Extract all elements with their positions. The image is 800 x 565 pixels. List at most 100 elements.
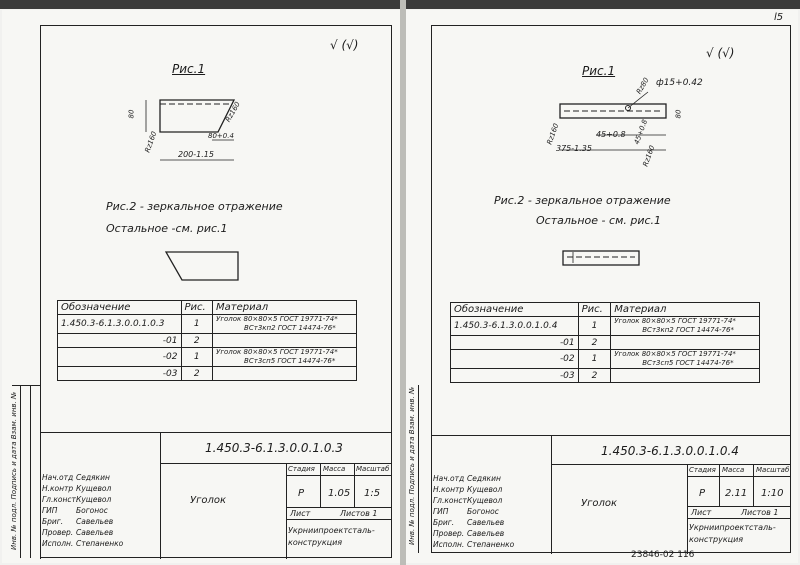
table-row: -02 1 Уголок 80×80×5 ГОСТ 19771-74* ВСт3… — [450, 349, 760, 369]
spec-header: Материал — [610, 302, 760, 317]
person-row: Нач.отд Седякин — [42, 473, 110, 482]
left-side-line2 — [30, 385, 31, 558]
mat-line1: 80×80×5 ГОСТ 19771-74* — [641, 317, 736, 325]
person-row: Гл.конст. Кущевол — [42, 495, 112, 504]
spec-code: 1.450.3-6.1.3.0.0.1.0.3 — [57, 314, 182, 334]
left-sheets-label: Листов 1 — [340, 509, 378, 518]
right-dim-hole: ф15+0.42 — [656, 78, 703, 88]
left-mass: 1.05 — [328, 488, 351, 499]
right-scale-hdr: Масштаб — [756, 466, 790, 474]
left-spec-table: Обозначение Рис. Материал 1.450.3-6.1.3.… — [57, 300, 357, 381]
spec-fig: 2 — [577, 335, 612, 350]
left-fig2-drawing — [164, 251, 239, 281]
right-sheet: l5 Инв. № подл. Подпись и дата Взам. инв… — [406, 10, 798, 563]
table-row: -03 2 — [57, 366, 357, 381]
right-dim-length: 375-1.35 — [556, 144, 592, 153]
spec-code: -03 — [450, 368, 579, 383]
right-org: Укрниипроектсталь-конструкция — [689, 523, 776, 544]
spec-fig: 2 — [180, 366, 214, 381]
left-dim-cut: 80+0.4 — [208, 132, 234, 140]
spec-code: -02 — [57, 347, 182, 367]
right-doc-code: 1.450.3-6.1.3.0.0.1.0.4 — [601, 444, 739, 458]
left-part-name: Уголок — [190, 495, 227, 506]
left-side-labels: Инв. № подл. Подпись и дата Взам. инв. № — [10, 391, 18, 550]
right-part-name: Уголок — [581, 498, 618, 509]
spec-material — [212, 333, 357, 348]
left-dim-height: 80 — [127, 109, 136, 119]
right-side-labels: Инв. № подл. Подпись и дата Взам. инв. № — [408, 386, 416, 545]
right-fig1-drawing — [559, 91, 667, 151]
table-row: 1.450.3-6.1.3.0.0.1.0.4 1 Уголок 80×80×5… — [450, 316, 760, 336]
tb-divider — [687, 518, 791, 519]
mat-line2: ВСт3сп5 ГОСТ 14474-76* — [642, 359, 734, 367]
table-row: 1.450.3-6.1.3.0.0.1.0.3 1 Уголок 80×80×5… — [57, 314, 357, 334]
footer-number: 23846-02 116 — [631, 550, 695, 560]
right-spec-table: Обозначение Рис. Материал 1.450.3-6.1.3.… — [450, 302, 760, 383]
spec-header: Рис. — [180, 300, 214, 315]
tb-divider — [551, 464, 791, 465]
spec-fig: 1 — [577, 349, 612, 369]
mat-line2: ВСт3кп2 ГОСТ 14474-76* — [244, 324, 336, 332]
spec-fig: 2 — [180, 333, 214, 348]
right-frame — [431, 25, 791, 553]
person-row: Провер. Савельев — [42, 528, 114, 537]
person-row: Н.контр Кущевол — [42, 484, 112, 493]
mat-label: Уголок — [614, 317, 640, 325]
left-org: Укрниипроектсталь-конструкция — [288, 526, 375, 547]
spec-code: -01 — [450, 335, 579, 350]
right-fig2-note: Остальное - см. рис.1 — [536, 214, 662, 227]
mat-label: Уголок — [614, 350, 640, 358]
left-stage-hdr: Стадия — [288, 465, 315, 473]
person-row: ГИП Богонос — [433, 507, 499, 516]
person-row: Гл.конст Кущевол — [433, 496, 503, 505]
table-row: -01 2 — [450, 335, 760, 350]
left-fig2-caption: Рис.2 - зеркальное отражение — [106, 200, 283, 213]
left-fig2-note: Остальное -см. рис.1 — [106, 222, 228, 235]
tb-divider — [320, 463, 321, 507]
right-mass-hdr: Масса — [722, 466, 745, 474]
left-mass-hdr: Масса — [323, 465, 346, 473]
right-dim-height: 80 — [674, 109, 683, 119]
tb-divider — [160, 463, 392, 464]
right-dim-45: 45+0.8 — [596, 130, 626, 139]
left-roughness-mark: √ (√) — [330, 38, 359, 52]
left-title-block: 1.450.3-6.1.3.0.0.1.0.3 Уголок Стадия Ма… — [40, 432, 392, 559]
spec-code: -03 — [57, 366, 182, 381]
left-scale-hdr: Масштаб — [356, 465, 390, 473]
left-fig1-label: Рис.1 — [172, 62, 206, 76]
left-fig1-drawing — [145, 99, 236, 161]
right-title-block: 1.450.3-6.1.3.0.0.1.0.4 Уголок Стадия Ма… — [431, 435, 791, 554]
spec-fig: 2 — [577, 368, 612, 383]
left-sheet: Инв. № подл. Подпись и дата Взам. инв. №… — [2, 10, 400, 563]
tb-divider — [753, 464, 754, 506]
tb-divider — [160, 433, 161, 559]
tb-divider — [719, 464, 720, 506]
right-fig1-label: Рис.1 — [582, 64, 616, 78]
corner-mark: l5 — [774, 12, 784, 23]
tb-divider — [286, 475, 392, 476]
mat-line1: 80×80×5 ГОСТ 19771-74* — [641, 350, 736, 358]
spec-code: -01 — [57, 333, 182, 348]
mat-label: Уголок — [216, 348, 242, 356]
tb-divider — [551, 436, 552, 554]
person-row: Бриг. Савельев — [42, 517, 114, 526]
left-doc-code: 1.450.3-6.1.3.0.0.1.0.3 — [205, 441, 343, 455]
spec-fig: 1 — [577, 316, 612, 336]
spec-header: Обозначение — [450, 302, 579, 317]
right-fig2-caption: Рис.2 - зеркальное отражение — [494, 194, 671, 207]
person-row: Нач.отд Седякин — [433, 474, 501, 483]
tb-divider — [687, 506, 791, 507]
person-row: Провер. Савельев — [433, 529, 505, 538]
person-row: ГИП Богонос — [42, 506, 108, 515]
left-stage: Р — [298, 488, 305, 499]
left-side-line — [20, 385, 21, 558]
right-stage: Р — [699, 488, 706, 499]
left-side-top — [12, 385, 40, 386]
left-scale: 1:5 — [364, 488, 381, 499]
table-row: -03 2 — [450, 368, 760, 383]
spec-code: 1.450.3-6.1.3.0.0.1.0.4 — [450, 316, 579, 336]
spec-fig: 1 — [180, 347, 214, 367]
page-gap — [400, 0, 406, 565]
tb-divider — [286, 463, 287, 559]
tb-divider — [687, 476, 791, 477]
